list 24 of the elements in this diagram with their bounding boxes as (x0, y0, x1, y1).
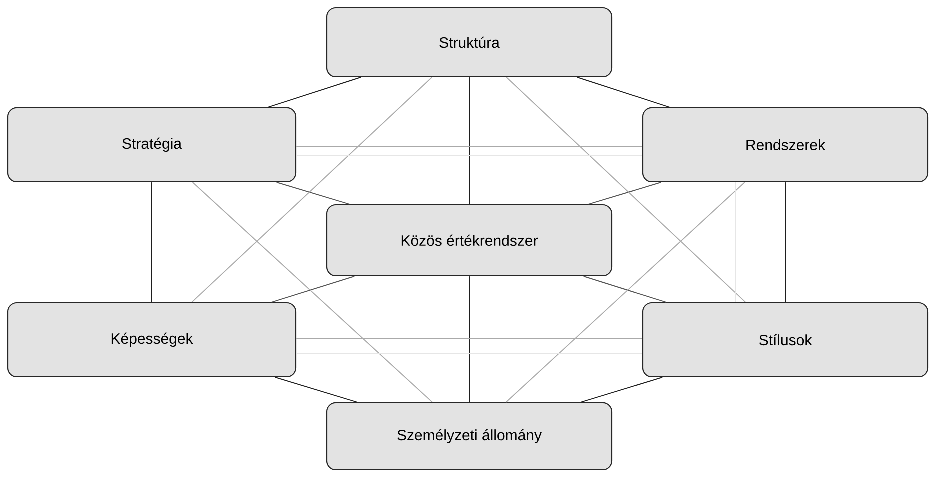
connector-line (192, 182, 434, 403)
process-box: Struktúra (326, 7, 613, 78)
connector-line (276, 182, 350, 205)
connector-line (580, 377, 664, 403)
process-box: Stílusok (642, 302, 929, 378)
connector-line (275, 377, 358, 403)
connector-line (469, 276, 470, 403)
connector-line (577, 77, 670, 108)
process-box: Közös értékrendszer (326, 204, 613, 277)
connector-line (583, 276, 667, 303)
connector-line (271, 276, 356, 303)
connector-line (588, 182, 662, 205)
connector-line (785, 182, 786, 303)
connector-line (506, 182, 746, 403)
connector-line (506, 77, 746, 303)
process-box: Stratégia (7, 107, 297, 183)
process-box: Képességek (7, 302, 297, 378)
connector-line (469, 77, 470, 205)
connector-line (296, 146, 643, 148)
process-box: Rendszerek (642, 107, 929, 183)
process-box: Személyzeti állomány (326, 402, 613, 471)
connector-line (268, 77, 362, 108)
connector-line (296, 338, 643, 340)
connector-line (192, 77, 433, 303)
